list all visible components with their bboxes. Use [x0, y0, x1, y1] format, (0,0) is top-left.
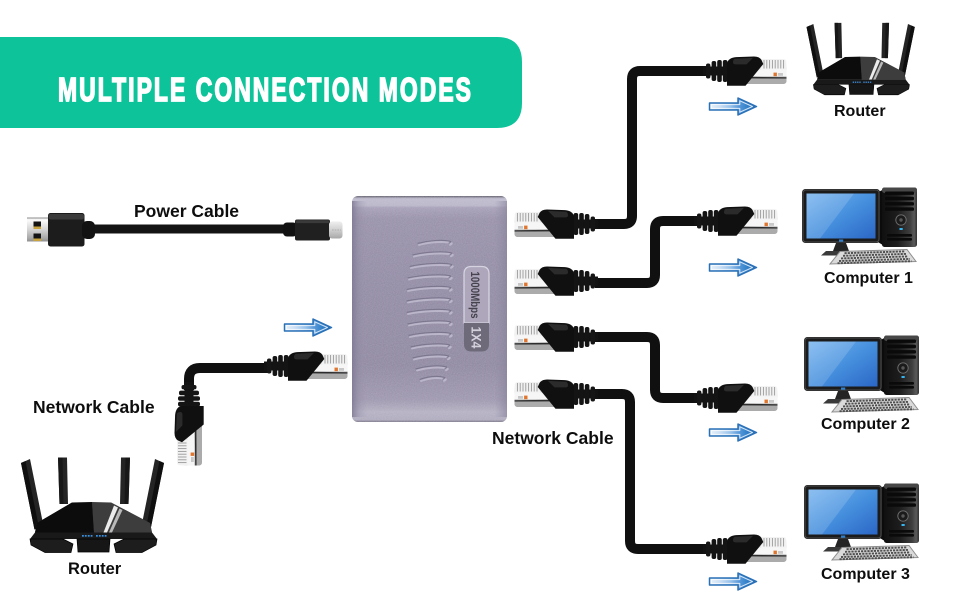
svg-text:Router: Router: [834, 103, 886, 120]
svg-text:Computer 1: Computer 1: [824, 270, 913, 287]
svg-text:1X4: 1X4: [469, 327, 485, 349]
svg-text:Computer 2: Computer 2: [821, 416, 910, 433]
svg-text:Network Cable: Network Cable: [492, 428, 614, 448]
svg-text:MULTIPLE CONNECTION MODES: MULTIPLE CONNECTION MODES: [58, 71, 473, 108]
svg-text:Computer 3: Computer 3: [821, 566, 910, 583]
svg-text:Network Cable: Network Cable: [33, 397, 155, 417]
svg-text:Router: Router: [68, 560, 122, 578]
svg-text:1000Mbps: 1000Mbps: [468, 272, 482, 319]
svg-text:Power Cable: Power Cable: [134, 201, 239, 221]
